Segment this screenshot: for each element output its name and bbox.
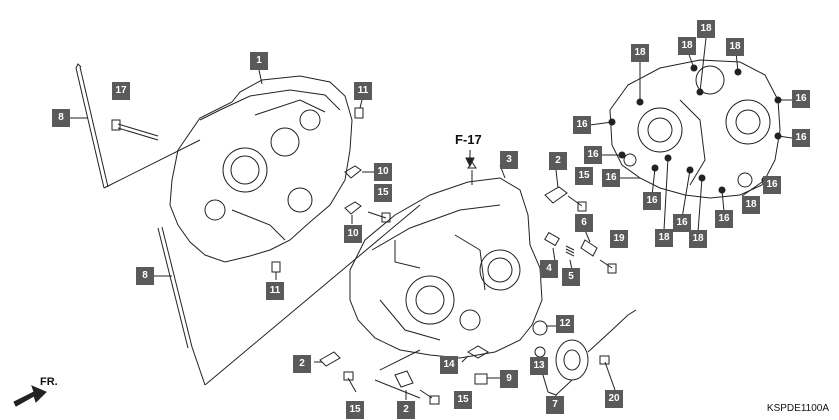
callout-3: 3 <box>500 151 518 169</box>
washer-14 <box>467 345 489 359</box>
callout-16: 16 <box>715 210 733 228</box>
front-direction-arrow <box>13 385 47 407</box>
crankcase-bolt-layout-view <box>608 59 782 199</box>
callout-10: 10 <box>344 225 362 243</box>
plunger-6 <box>580 239 598 257</box>
callout-18: 18 <box>742 196 760 214</box>
callout-15: 15 <box>575 167 593 185</box>
dowel-pin-upper <box>354 107 364 119</box>
callout-15: 15 <box>454 391 472 409</box>
drain-bolt <box>474 373 488 385</box>
left-crankcase-half <box>169 75 353 263</box>
callout-6: 6 <box>575 214 593 232</box>
callout-11: 11 <box>354 82 372 100</box>
callout-20: 20 <box>605 390 623 408</box>
callout-13: 13 <box>530 357 548 375</box>
callout-18: 18 <box>726 38 744 56</box>
callout-18: 18 <box>655 229 673 247</box>
bolt-15-lower-left <box>343 371 357 393</box>
callout-16: 16 <box>584 146 602 164</box>
bracket-2-left <box>319 351 341 367</box>
right-crankcase-half <box>349 177 543 359</box>
spring-5 <box>565 245 575 257</box>
callout-18: 18 <box>689 230 707 248</box>
bracket-2-top <box>544 186 568 204</box>
callout-2: 2 <box>549 152 567 170</box>
callout-5: 5 <box>562 268 580 286</box>
callout-16: 16 <box>602 169 620 187</box>
drawing-code: KSPDE1100A <box>766 403 829 414</box>
callout-4: 4 <box>540 260 558 278</box>
callout-8: 8 <box>136 267 154 285</box>
dowel-pin-lower <box>271 261 281 273</box>
callout-15: 15 <box>346 401 364 419</box>
reference-arrow <box>465 157 475 168</box>
reference-label: F-17 <box>455 132 482 147</box>
stud-bolt-upper <box>75 63 109 189</box>
callout-18: 18 <box>631 44 649 62</box>
callout-16: 16 <box>792 129 810 147</box>
bracket-upper <box>344 165 362 179</box>
callout-14: 14 <box>440 356 458 374</box>
callout-9: 9 <box>500 370 518 388</box>
bolt-17 <box>111 119 159 141</box>
callout-8: 8 <box>52 109 70 127</box>
front-label: FR. <box>40 376 58 388</box>
oil-seal <box>532 320 548 336</box>
cover-7 <box>555 339 589 381</box>
bolt-15-top <box>567 195 587 212</box>
callout-18: 18 <box>697 20 715 38</box>
callout-16: 16 <box>643 192 661 210</box>
bracket-2-bottom <box>394 370 414 388</box>
callout-16: 16 <box>763 176 781 194</box>
callout-16: 16 <box>573 116 591 134</box>
stud-bolt-lower <box>157 226 193 349</box>
callout-15: 15 <box>374 184 392 202</box>
callout-12: 12 <box>556 315 574 333</box>
bolt-15-lower-mid <box>419 389 440 405</box>
callout-2: 2 <box>397 401 415 419</box>
bolt-19 <box>599 259 617 274</box>
o-ring <box>534 346 546 358</box>
callout-19: 19 <box>610 230 628 248</box>
bolt-20 <box>599 355 616 391</box>
collar-4 <box>544 231 560 247</box>
callout-1: 1 <box>250 52 268 70</box>
bracket-lower <box>344 201 362 215</box>
bolt-15-left <box>367 211 391 223</box>
callout-17: 17 <box>112 82 130 100</box>
callout-10: 10 <box>374 163 392 181</box>
callout-18: 18 <box>678 37 696 55</box>
callout-16: 16 <box>673 214 691 232</box>
callout-7: 7 <box>546 396 564 414</box>
callout-16: 16 <box>792 90 810 108</box>
callout-11: 11 <box>266 282 284 300</box>
callout-2: 2 <box>293 355 311 373</box>
